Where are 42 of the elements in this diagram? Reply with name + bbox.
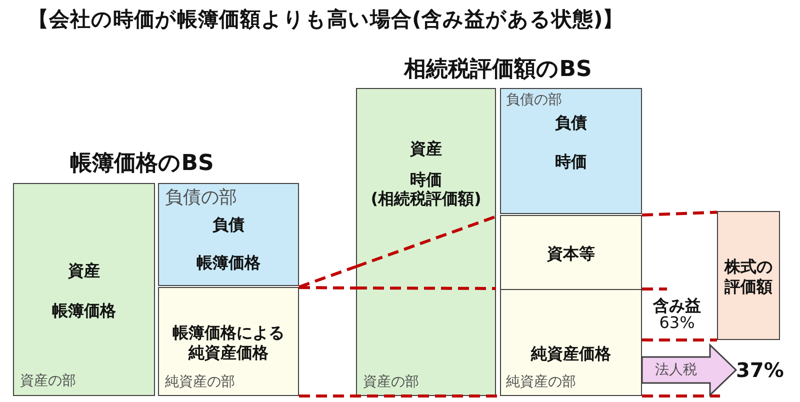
net-asset-block	[158, 287, 299, 396]
item-label: (相続税評価額)	[370, 189, 482, 209]
dashed-line	[298, 265, 356, 288]
section-label: 資産の部	[20, 372, 76, 390]
edge-label: 法人税	[655, 361, 697, 379]
item-label: 帳簿価格	[52, 301, 116, 321]
item-label: 帳簿価格による純資産価格	[172, 323, 286, 363]
capital-block	[500, 215, 642, 290]
asset-block	[13, 183, 155, 396]
dashed-line	[642, 338, 717, 342]
item-label: 負債	[212, 215, 244, 235]
gain-label: 含み益	[653, 296, 701, 316]
section-label: 負債の部	[506, 91, 562, 109]
section-label: 純資産の部	[506, 373, 576, 391]
percent-label: 37%	[736, 358, 784, 382]
stock-value-block	[717, 211, 780, 340]
dashed-line	[642, 210, 718, 216]
item-label: 資産	[68, 261, 100, 281]
section-label: 資産の部	[363, 373, 419, 391]
net-asset-block	[500, 289, 642, 396]
percent-label: 63%	[659, 313, 695, 333]
title: 【会社の時価が帳簿価額よりも高い場合(含み益がある状態)】	[28, 6, 624, 32]
item-label: 純資産価格	[531, 344, 611, 364]
bs-heading: 相続税評価額のBS	[404, 57, 592, 83]
item-label: 資産	[410, 139, 442, 159]
section-label: 純資産の部	[165, 373, 235, 391]
item-label: 資本等	[547, 244, 595, 264]
item-label: 帳簿価格	[196, 253, 260, 273]
item-label: 時価	[410, 170, 442, 190]
dashed-line	[642, 394, 720, 398]
dashed-line	[642, 288, 667, 290]
dashed-line	[299, 394, 500, 398]
section-label: 負債の部	[165, 187, 237, 209]
dashed-line	[298, 286, 356, 290]
bs-heading: 帳簿価格のBS	[70, 151, 214, 177]
liability-block	[500, 88, 642, 214]
asset-block	[356, 88, 496, 396]
item-label: 時価	[555, 152, 587, 172]
item-label: 株式の評価額	[723, 257, 774, 297]
item-label: 負債	[555, 113, 587, 133]
liability-block	[158, 183, 299, 286]
block-arrow	[641, 343, 738, 397]
